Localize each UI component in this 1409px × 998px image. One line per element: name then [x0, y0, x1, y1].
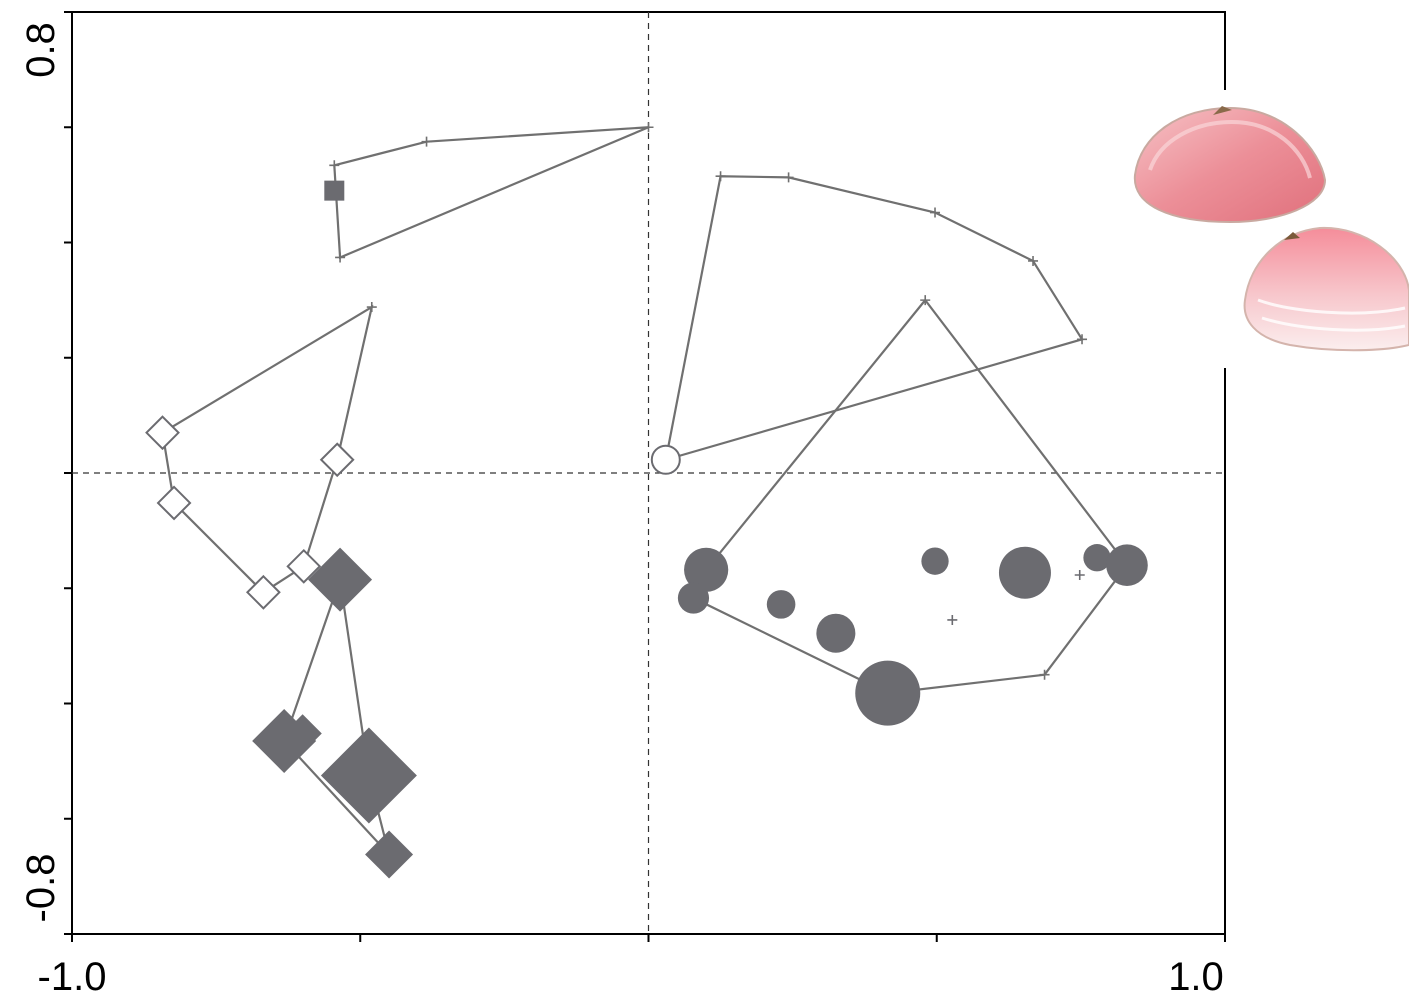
axis-ticks [64, 11, 1226, 942]
x-tick-label-max: 1.0 [1168, 955, 1224, 998]
filled-circle-marker [855, 660, 921, 726]
filled-circle-marker [766, 590, 796, 619]
filled-circle-marker [998, 546, 1051, 599]
vertex-cross [1039, 669, 1050, 680]
filled-diamond-marker [283, 714, 322, 753]
open-diamond-marker [286, 548, 322, 584]
filled-diamond-marker [365, 830, 414, 879]
vertex-cross [1028, 255, 1039, 266]
x-tick-label-min: -1.0 [38, 955, 107, 998]
vertex-cross [783, 172, 794, 183]
filled-circle-marker [921, 547, 949, 575]
filled-circle-marker [677, 582, 710, 614]
vertex-cross [930, 207, 941, 218]
open-diamond-marker [156, 485, 192, 521]
upper-shell-icon [1133, 106, 1327, 224]
hull-polygon-3 [664, 175, 1084, 462]
vertex-cross [366, 302, 377, 313]
cross-marker [1074, 569, 1085, 580]
cross-marker [947, 614, 958, 625]
lower-shell-icon [1243, 226, 1409, 352]
filled-diamond-marker [308, 547, 373, 612]
vertex-cross [920, 295, 931, 306]
shell-photo-inset [1110, 90, 1409, 368]
open-diamond-marker [319, 442, 355, 478]
open-diamond-marker [145, 415, 180, 451]
open-diamond-marker [245, 574, 281, 610]
square-marker [324, 180, 345, 201]
open-circle-marker [650, 444, 681, 475]
vertex-cross [1077, 334, 1088, 345]
y-tick-label-max: 0.8 [19, 22, 63, 78]
vertex-cross [643, 122, 654, 133]
vertex-cross [421, 136, 432, 147]
vertex-cross [335, 252, 346, 263]
data-markers [145, 180, 1148, 879]
vertex-cross [329, 160, 340, 171]
hull-polygon-0 [333, 126, 649, 260]
hull-polygon-4 [692, 298, 1129, 695]
vertex-cross [715, 171, 726, 182]
filled-circle-marker [1106, 544, 1148, 586]
filled-circle-marker [1083, 544, 1111, 572]
y-tick-label-min: -0.8 [19, 854, 63, 923]
filled-circle-marker [816, 613, 856, 653]
filled-diamond-marker [320, 727, 417, 824]
filled-circle-marker [684, 547, 729, 592]
